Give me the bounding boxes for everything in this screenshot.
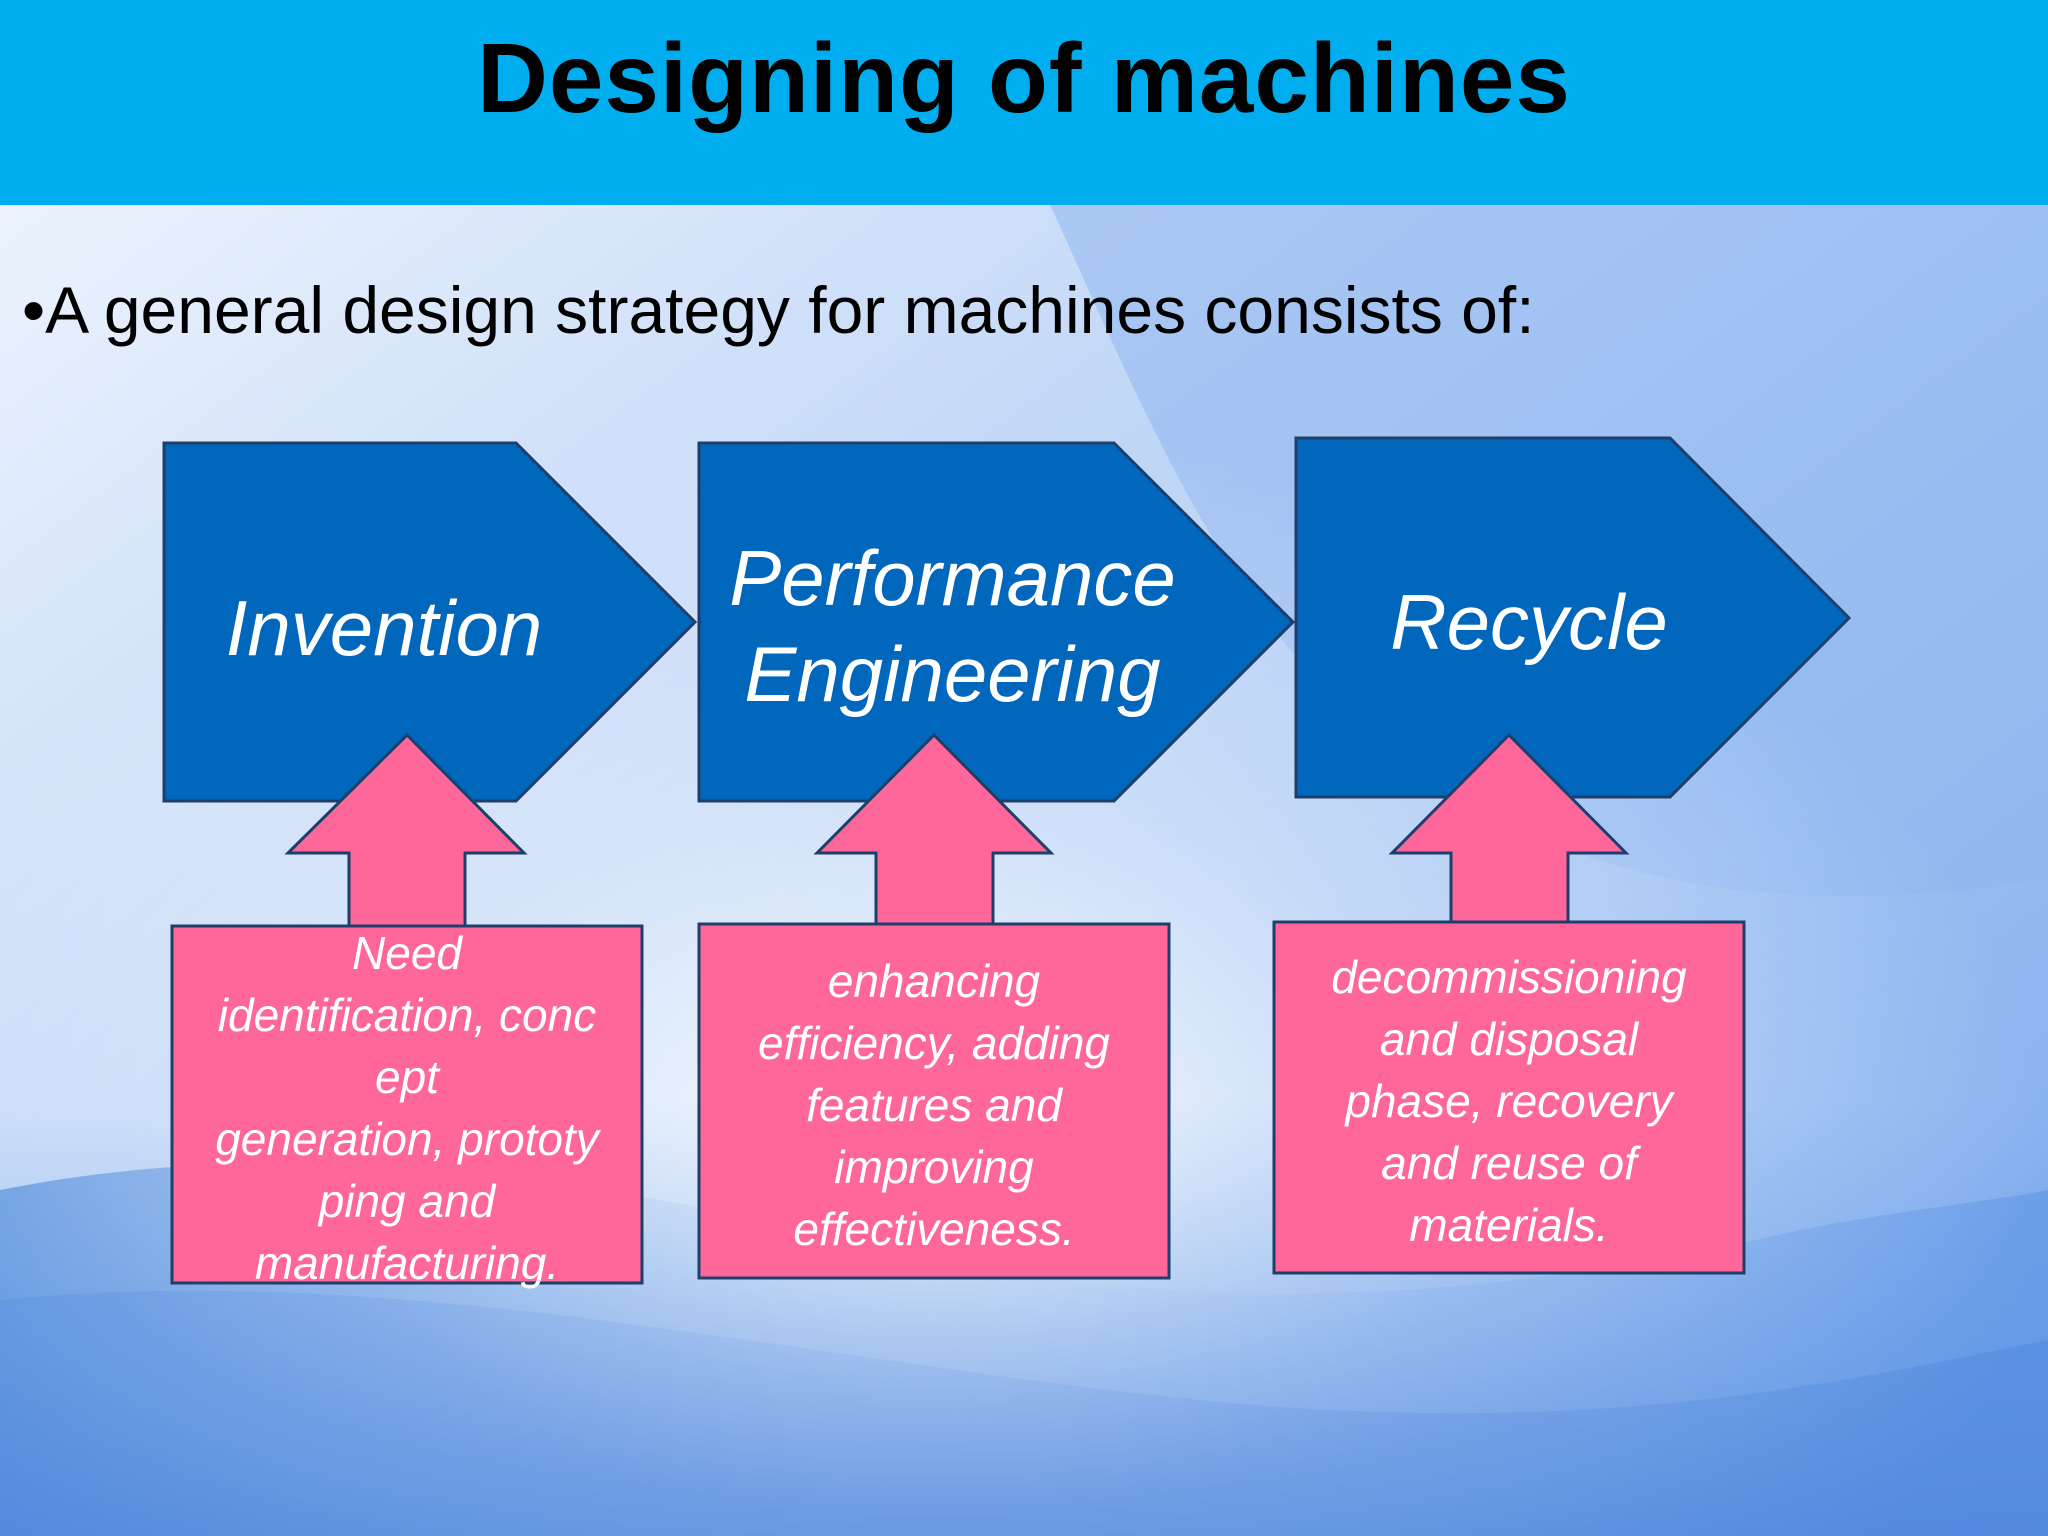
title-band [0, 0, 2048, 205]
detail-line: ping and [318, 1175, 496, 1227]
detail-rect-invention [170, 924, 644, 1285]
detail-rect-recycle [1272, 920, 1746, 1275]
detail-line: efficiency, adding [757, 1017, 1111, 1069]
detail-line: generation, prototy [215, 1113, 599, 1165]
detail-text-performance-engineering: enhancing efficiency, adding features an… [699, 950, 1169, 1260]
detail-text-invention: Need identification, conc ept generation… [172, 922, 642, 1294]
detail-box-performance-engineering [697, 732, 1171, 1280]
detail-line: improving [834, 1141, 1034, 1193]
detail-line: and disposal [1379, 1013, 1639, 1065]
detail-line: materials. [1409, 1199, 1609, 1251]
stage-shape-invention [162, 441, 698, 803]
detail-line: features and [806, 1079, 1062, 1131]
stage-performance-engineering [697, 441, 1296, 803]
detail-line: decommissioning [1331, 951, 1687, 1003]
detail-line: enhancing [827, 955, 1041, 1007]
stage-label-invention: Invention [164, 580, 604, 676]
detail-line: effectiveness. [793, 1203, 1075, 1255]
stage-shape-performance-engineering [697, 441, 1296, 803]
intro-bullet: •A general design strategy for machines … [22, 273, 1535, 347]
stage-label-performance-engineering: Performance Engineering [700, 530, 1205, 722]
stage-label-line: Invention [225, 584, 543, 672]
detail-box-recycle [1272, 732, 1746, 1275]
detail-line: identification, conc [217, 989, 597, 1041]
stage-recycle [1294, 436, 1852, 799]
stage-label-line: Engineering [744, 630, 1161, 718]
stage-label-line: Recycle [1390, 578, 1668, 666]
stage-invention [162, 441, 698, 803]
detail-line: phase, recovery [1345, 1075, 1673, 1127]
detail-box-invention [170, 732, 644, 1285]
slide-title: Designing of machines [477, 23, 1571, 133]
detail-text-recycle: decommissioning and disposal phase, reco… [1274, 946, 1744, 1256]
stage-shape-recycle [1294, 436, 1852, 799]
detail-line: and reuse of [1381, 1137, 1637, 1189]
stage-label-line: Performance [729, 534, 1176, 622]
detail-line: Need [352, 927, 462, 979]
detail-rect-performance-engineering [697, 922, 1171, 1280]
stage-label-recycle: Recycle [1296, 574, 1762, 670]
detail-line: ept [375, 1051, 439, 1103]
detail-line: manufacturing. [254, 1237, 560, 1289]
